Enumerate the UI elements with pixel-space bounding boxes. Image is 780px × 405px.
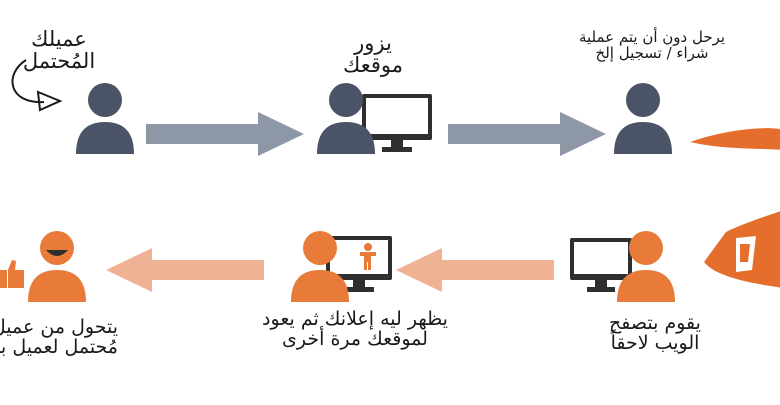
label-leaves-without: يرحل دون أن يتم عملية شراء / تسجيل إلخ — [578, 28, 726, 62]
label-sees-ad: يظهر ليه إعلانك ثم يعود لموقعك مرة أخرى — [262, 308, 448, 350]
label-converts: يتحول من عميل مُحتمل لعميل بالفعل — [0, 318, 118, 358]
person-icon — [76, 83, 134, 154]
arrow-right-icon — [448, 112, 606, 156]
label-browses-web: يقوم بتصفح الويب لاحقاً — [609, 312, 701, 354]
thumbs-up-icon — [0, 260, 24, 288]
person-icon — [617, 231, 675, 302]
monitor-with-ad-icon — [326, 236, 392, 292]
person-icon — [317, 83, 375, 154]
monitor-icon — [570, 238, 632, 292]
label-potential-client: عميلك المُحتمل — [22, 27, 96, 74]
arrow-right-icon — [146, 112, 304, 156]
monitor-icon — [362, 94, 432, 152]
arrow-left-icon — [106, 248, 264, 292]
person-icon — [614, 83, 672, 154]
arrow-left-icon — [396, 248, 554, 292]
happy-person-icon — [28, 231, 86, 302]
label-visits-site: يزور موقعك — [343, 31, 403, 78]
person-icon — [291, 231, 349, 302]
